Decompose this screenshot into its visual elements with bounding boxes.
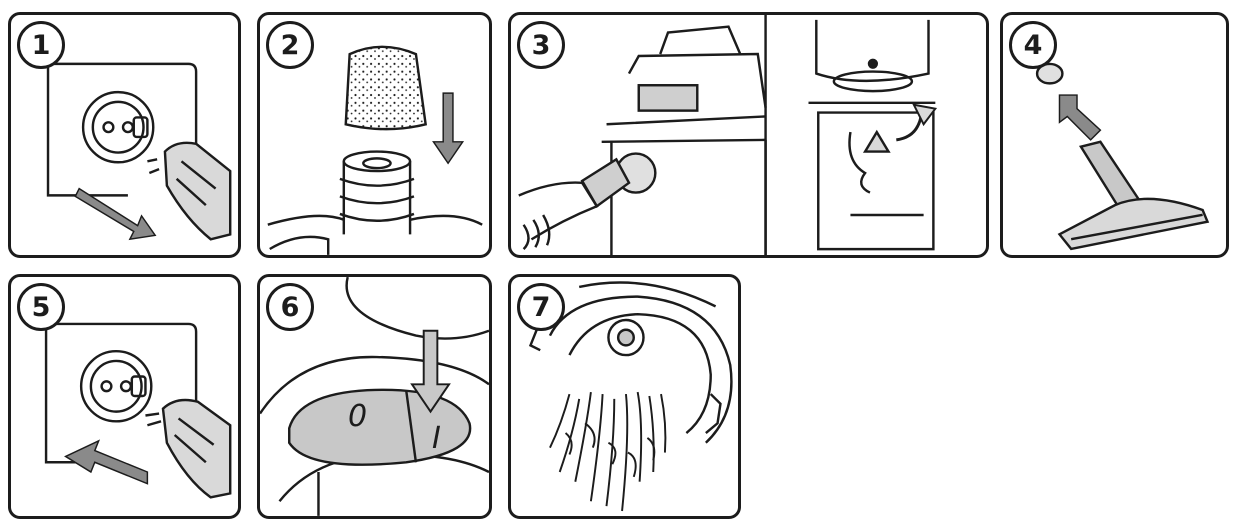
step-7-panel: 7 bbox=[508, 274, 741, 519]
step-4-panel: 4 bbox=[1000, 12, 1229, 258]
step-4-badge: 4 bbox=[1009, 21, 1057, 69]
step-5-badge: 5 bbox=[17, 283, 65, 331]
step-3-panel: 3 bbox=[508, 12, 989, 258]
step-6-badge: 6 bbox=[266, 283, 314, 331]
switch-on-label: I bbox=[432, 421, 441, 456]
step-1-panel: 1 bbox=[8, 12, 241, 258]
step-1-badge: 1 bbox=[17, 21, 65, 69]
step-7-badge: 7 bbox=[517, 283, 565, 331]
attach-hose-to-vacuum-icon bbox=[511, 15, 986, 255]
step-5-panel: 5 bbox=[8, 274, 241, 519]
step-2-badge: 2 bbox=[266, 21, 314, 69]
switch-off-label: 0 bbox=[348, 399, 367, 434]
step-3-badge: 3 bbox=[517, 21, 565, 69]
step-2-panel: 2 bbox=[257, 12, 492, 258]
step-6-panel: 6 0 I bbox=[257, 274, 492, 519]
